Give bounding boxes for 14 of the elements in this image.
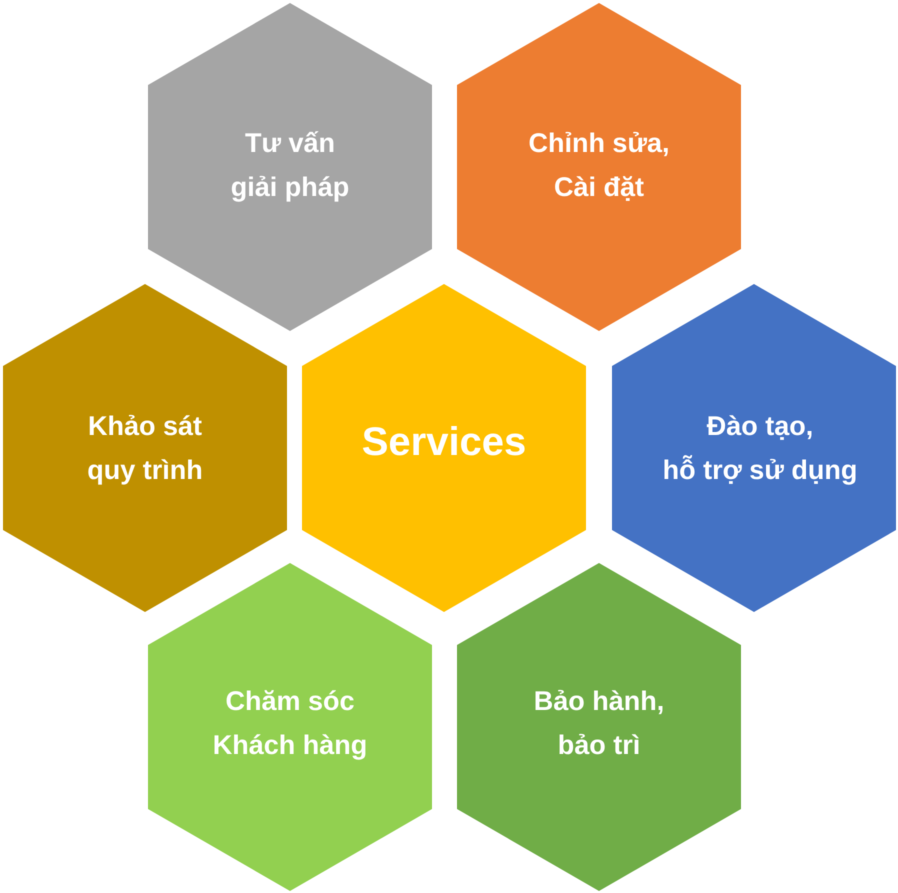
hexagon-label: Tư vấn giải pháp (230, 127, 350, 204)
hexagon (457, 3, 741, 331)
hexagon-label: Đào tạo, hỗ trợ sử dụng (662, 410, 858, 487)
hexagon (148, 563, 432, 891)
hexagon-label: Chỉnh sửa, Cài đặt (528, 127, 670, 204)
hexagon-label: Chăm sóc Khách hàng (212, 685, 368, 762)
hexagon (612, 284, 896, 612)
hexagon (302, 284, 586, 612)
hexagon (3, 284, 287, 612)
hexagon (148, 3, 432, 331)
hexagon-label: Khảo sát quy trình (87, 410, 203, 487)
hexagon (457, 563, 741, 891)
hexagon-label: Bảo hành, bảo trì (534, 685, 664, 762)
hexagon-label: Services (362, 419, 526, 466)
